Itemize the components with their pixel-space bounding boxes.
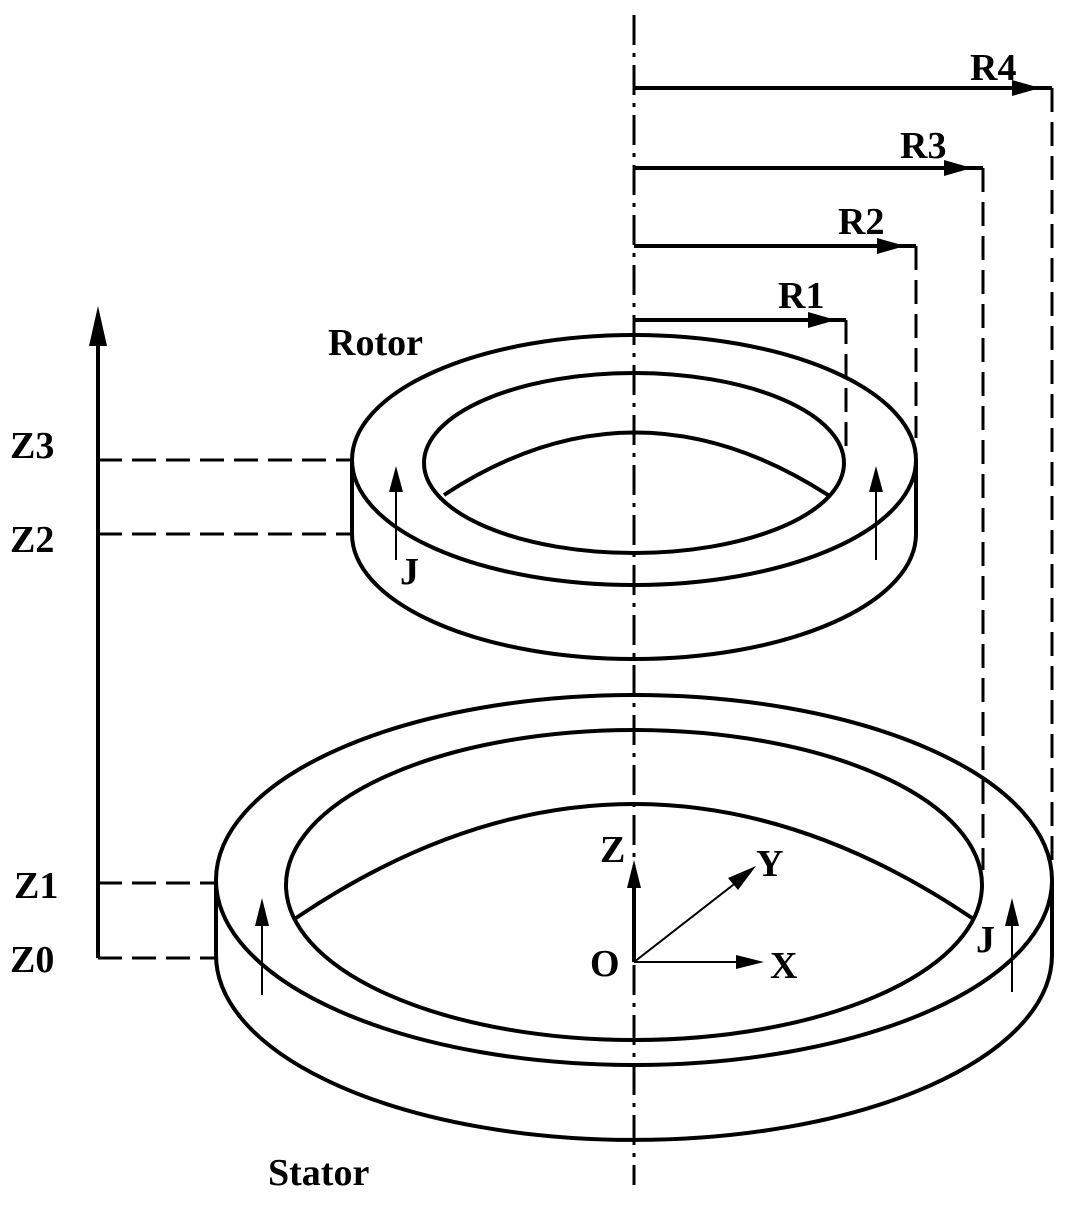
r3-label: R3 [900, 125, 946, 167]
axis-z-label: Z [600, 829, 625, 871]
coordinate-axes [627, 860, 764, 969]
origin-label: O [590, 943, 620, 985]
r1-label: R1 [778, 275, 824, 317]
z2-label: Z2 [10, 519, 54, 561]
z1-label: Z1 [14, 865, 58, 907]
z0-label: Z0 [10, 939, 54, 981]
r2-label: R2 [838, 201, 884, 243]
r4-label: R4 [970, 47, 1016, 89]
stator-label: Stator [268, 1152, 369, 1194]
z3-label: Z3 [10, 425, 54, 467]
rotor-ring [350, 333, 918, 661]
axis-x-label: X [770, 945, 797, 987]
axis-y-label: Y [756, 843, 783, 885]
stator-j-label: J [976, 919, 995, 961]
z-dimension-axis [89, 306, 352, 960]
radius-dimensions [634, 80, 1054, 870]
rotor-label: Rotor [328, 322, 423, 364]
stator-ring [214, 693, 1054, 1142]
rotor-j-label: J [400, 551, 419, 593]
